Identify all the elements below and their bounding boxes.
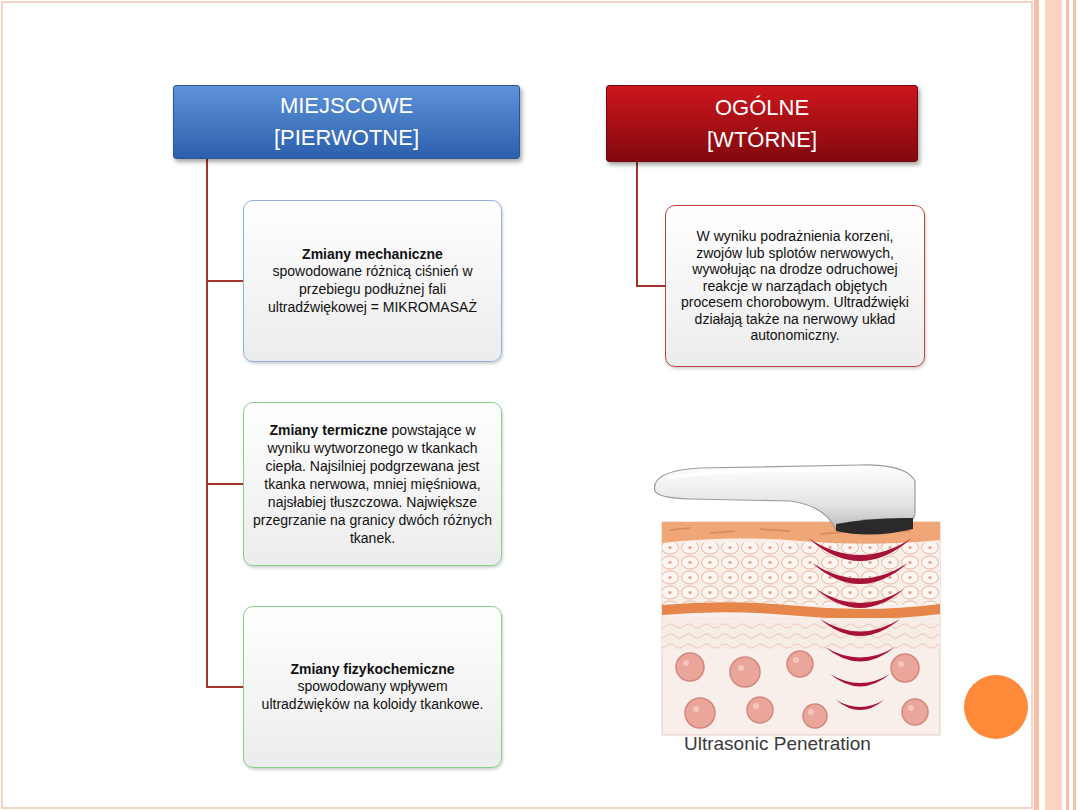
tree-connector	[637, 162, 665, 286]
illustration-g	[683, 657, 914, 715]
orange-dot	[964, 675, 1028, 739]
header-text: MIEJSCOWE [PIERWOTNE]	[247, 90, 447, 154]
effect-box: Zmiany termicznepowstające w wyniku wytw…	[243, 402, 502, 566]
effect-box: Zmiany mechanicznespowodowane różnicą ci…	[243, 200, 502, 362]
tree-connector	[207, 159, 243, 281]
illustration-circle	[685, 698, 715, 728]
illustration-circle	[891, 654, 919, 682]
box-text: spowodowany wpływem ultradźwięków na kol…	[262, 678, 484, 712]
illustration-circle	[908, 705, 914, 711]
header-text: OGÓLNE [WTÓRNE]	[687, 92, 837, 156]
illustration-path	[816, 589, 904, 608]
illustration-rect	[1066, 0, 1069, 810]
box-text: spowodowane różnicą ciśnień w przebiegu …	[268, 263, 477, 315]
illustration-circle	[898, 661, 904, 667]
node-content: W wyniku podrażnienia korzeni, zwojów lu…	[674, 228, 916, 344]
illustration-circle	[787, 651, 813, 677]
illustration-rect	[1073, 0, 1076, 810]
illustration-circle	[683, 660, 689, 666]
illustration-rect	[1034, 0, 1039, 810]
illustration-circle	[693, 706, 699, 712]
ultrasound-waves	[808, 538, 912, 710]
tree-connector	[207, 159, 243, 687]
illustration-circle	[902, 699, 928, 725]
box-text: W wyniku podrażnienia korzeni, zwojów lu…	[674, 228, 916, 344]
node-content: Zmiany termicznepowstające w wyniku wytw…	[252, 421, 493, 547]
effect-box: W wyniku podrażnienia korzeni, zwojów lu…	[665, 205, 925, 367]
illustration-circle	[753, 703, 759, 709]
illustration-rect	[2, 2, 1032, 808]
illustration-path	[662, 602, 940, 619]
illustration-rect	[662, 522, 940, 735]
box-heading: Zmiany termiczne	[269, 422, 387, 438]
illustration-rect	[662, 543, 940, 605]
illustration-circle	[730, 657, 760, 687]
box-heading: Zmiany fizykochemiczne	[252, 661, 493, 678]
ultrasound-probe	[655, 465, 915, 535]
illustration-circle	[738, 665, 744, 671]
illustration-circle	[808, 709, 814, 715]
category-header: MIEJSCOWE [PIERWOTNE]	[173, 85, 520, 159]
illustration-circle	[803, 704, 827, 728]
node-content: Zmiany fizykochemicznespowodowany wpływe…	[252, 661, 493, 714]
node-content: Zmiany mechanicznespowodowane różnicą ci…	[252, 246, 493, 317]
box-text: powstające w wyniku wytworzonego w tkank…	[253, 422, 492, 546]
illustration-rect	[662, 618, 940, 650]
illustration-path	[825, 647, 895, 662]
node-content: OGÓLNE [WTÓRNE]	[607, 92, 917, 156]
illustration-path	[668, 470, 860, 478]
category-header: OGÓLNE [WTÓRNE]	[606, 85, 918, 162]
illustration-path	[808, 538, 912, 561]
illustration-circle	[793, 657, 799, 663]
illustration-path	[836, 700, 884, 710]
illustration-circle	[747, 697, 773, 723]
illustration-path	[820, 619, 900, 636]
illustration-path	[836, 518, 913, 535]
box-heading: Zmiany mechaniczne	[252, 246, 493, 263]
illustration-g	[676, 651, 928, 728]
effect-box: Zmiany fizykochemicznespowodowany wpływe…	[243, 606, 502, 768]
illustration-circle	[676, 653, 704, 681]
tree-connector	[207, 159, 243, 484]
node-content: MIEJSCOWE [PIERWOTNE]	[174, 90, 519, 154]
illustration-rect	[1045, 0, 1062, 810]
illustration-path	[812, 563, 908, 584]
illustration-caption: Ultrasonic Penetration	[684, 733, 871, 755]
illustration-path	[830, 674, 890, 687]
ultrasound-illustration	[655, 465, 940, 735]
